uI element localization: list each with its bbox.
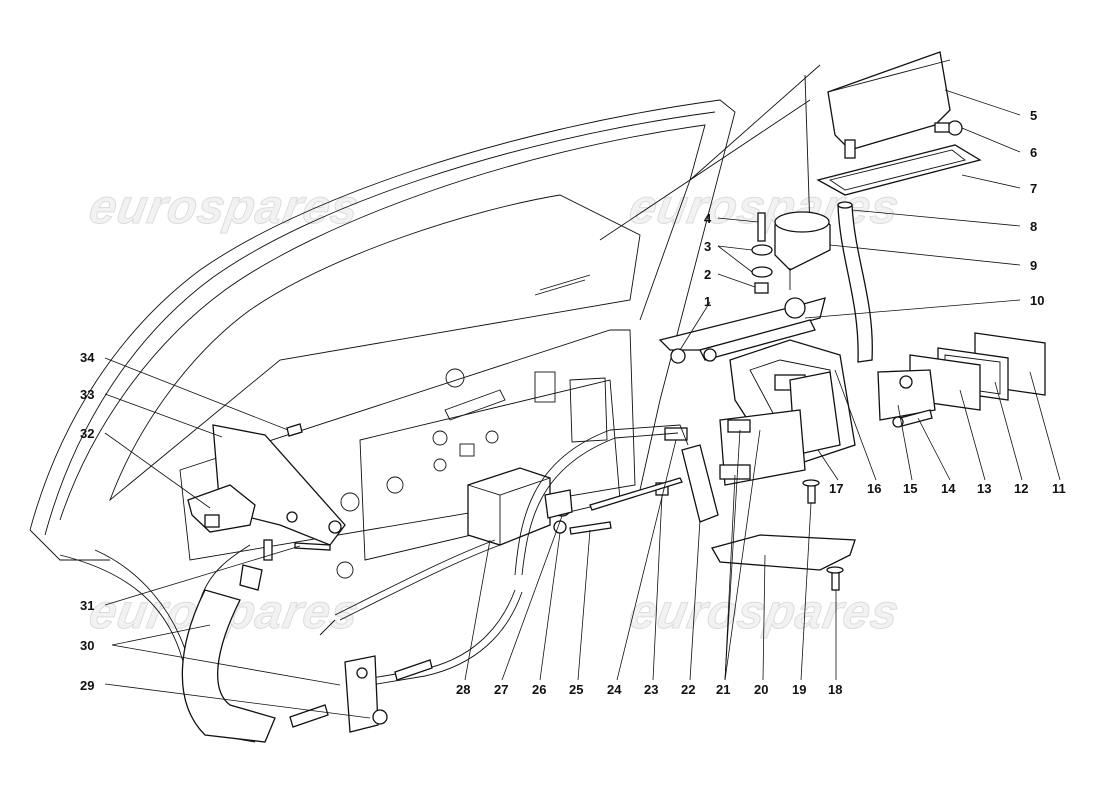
door-frame xyxy=(29,64,821,671)
callout-23: 23 xyxy=(644,682,658,697)
callout-20: 20 xyxy=(754,682,768,697)
part-31-rod xyxy=(239,539,331,591)
part-34-screw xyxy=(286,423,303,437)
callout-15: 15 xyxy=(903,481,917,496)
callout-13: 13 xyxy=(977,481,991,496)
part-26-washer xyxy=(553,520,567,534)
callout-24: 24 xyxy=(607,682,622,697)
callout-34: 34 xyxy=(80,350,95,365)
callout-21: 21 xyxy=(716,682,730,697)
part-15-striker xyxy=(877,369,936,421)
part-5-cover xyxy=(827,51,951,159)
part-18-screw xyxy=(826,566,844,591)
part-24-rod xyxy=(589,427,688,511)
callout-3: 3 xyxy=(704,239,711,254)
callout-11: 11 xyxy=(1052,481,1066,496)
callout-18: 18 xyxy=(828,682,842,697)
callout-17: 17 xyxy=(829,481,843,496)
callout-5: 5 xyxy=(1030,108,1037,123)
callout-29: 29 xyxy=(80,678,94,693)
part-10-lever xyxy=(658,297,826,364)
callout-8: 8 xyxy=(1030,219,1037,234)
part-6-screw xyxy=(934,120,963,136)
part-21-handle-bracket xyxy=(719,409,806,486)
callout-26: 26 xyxy=(532,682,546,697)
callout-2: 2 xyxy=(704,267,711,282)
callout-19: 19 xyxy=(792,682,806,697)
callout-32: 32 xyxy=(80,426,94,441)
part-19-screw xyxy=(802,479,820,504)
part-4-stud xyxy=(757,212,766,242)
callout-9: 9 xyxy=(1030,258,1037,273)
callout-labels: 5 6 7 8 9 10 4 3 2 1 11 12 13 14 15 16 1… xyxy=(80,108,1066,697)
callout-10: 10 xyxy=(1030,293,1044,308)
part-8-tube xyxy=(837,201,873,363)
callout-12: 12 xyxy=(1014,481,1028,496)
callout-22: 22 xyxy=(681,682,695,697)
part-9-lock-cylinder xyxy=(774,211,831,290)
callout-7: 7 xyxy=(1030,181,1037,196)
part-20-lower-cover xyxy=(711,534,856,571)
part-3-washers xyxy=(751,244,773,278)
part-22-handle xyxy=(681,444,719,523)
callout-16: 16 xyxy=(867,481,881,496)
part-25-bolt xyxy=(569,521,612,535)
part-32-clip xyxy=(187,484,256,533)
part-28-actuator-motor xyxy=(467,467,573,546)
callout-14: 14 xyxy=(941,481,956,496)
part-7-gasket xyxy=(816,144,982,196)
leader-lines xyxy=(104,89,1061,719)
callout-28: 28 xyxy=(456,682,470,697)
callout-31: 31 xyxy=(80,598,94,613)
callout-30: 30 xyxy=(80,638,94,653)
callout-33: 33 xyxy=(80,387,94,402)
callout-25: 25 xyxy=(569,682,583,697)
callout-4: 4 xyxy=(704,211,712,226)
part-2-nut xyxy=(754,282,769,294)
callout-27: 27 xyxy=(494,682,508,697)
part-29-mount-plate xyxy=(289,655,433,733)
callout-1: 1 xyxy=(704,294,711,309)
part-30-hose xyxy=(181,589,276,743)
callout-6: 6 xyxy=(1030,145,1037,160)
